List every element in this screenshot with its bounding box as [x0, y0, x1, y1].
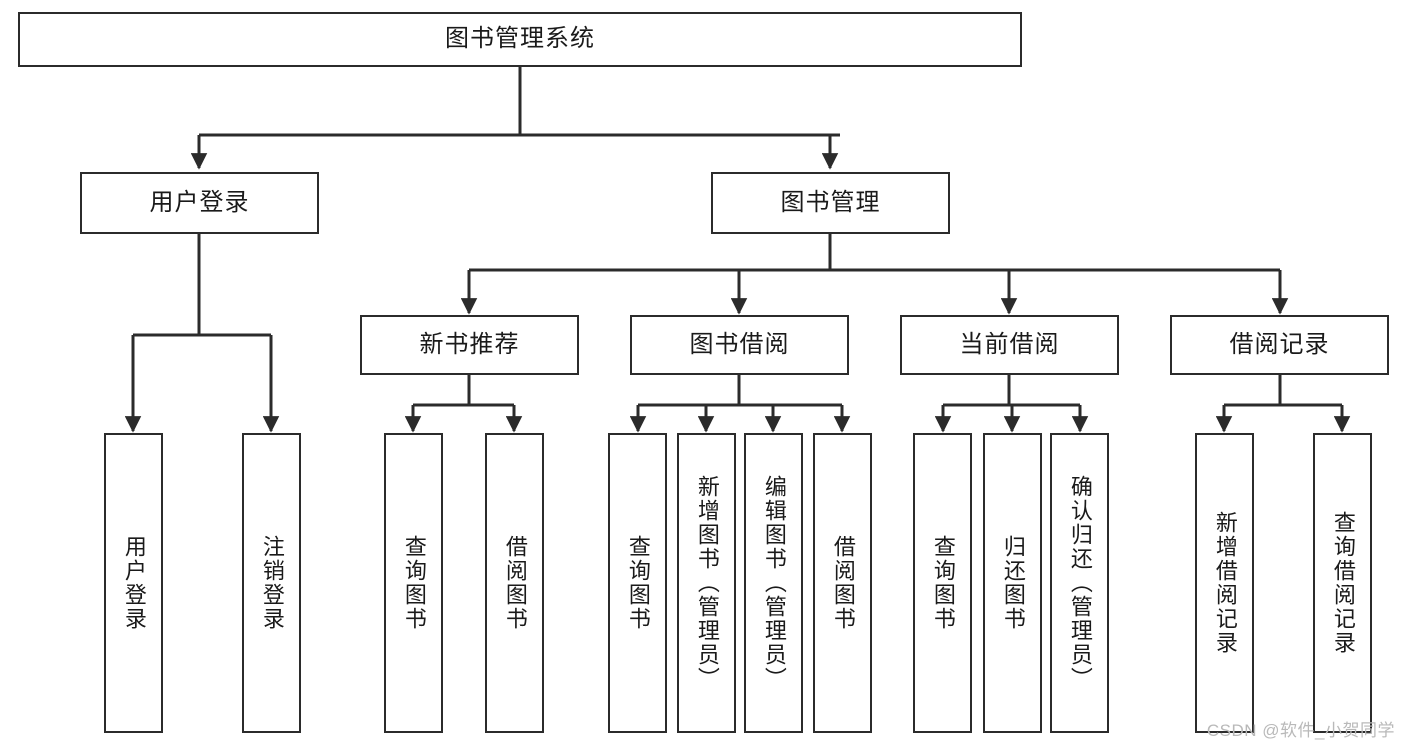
leaf-borrow-book-2-label: 借阅图书 [830, 535, 856, 631]
node-book-management-label: 图书管理 [780, 188, 881, 216]
node-book-borrow-label: 图书借阅 [689, 330, 790, 358]
leaf-query-book-1[interactable]: 查询图书 [384, 433, 443, 733]
leaf-return-book-label: 归还图书 [1000, 535, 1026, 631]
leaf-query-record-label: 查询借阅记录 [1330, 511, 1356, 655]
leaf-query-book-3-label: 查询图书 [930, 535, 956, 631]
leaf-borrow-book-1-label: 借阅图书 [502, 535, 528, 631]
node-user-login[interactable]: 用户登录 [80, 172, 319, 234]
leaf-logout-login-label: 注销登录 [259, 535, 285, 631]
leaf-query-book-3[interactable]: 查询图书 [913, 433, 972, 733]
leaf-query-book-2[interactable]: 查询图书 [608, 433, 667, 733]
node-root[interactable]: 图书管理系统 [18, 12, 1022, 67]
leaf-add-book-label: 新增图书（管理员） [694, 475, 720, 691]
leaf-confirm-return-label: 确认归还（管理员） [1067, 475, 1093, 691]
leaf-return-book[interactable]: 归还图书 [983, 433, 1042, 733]
node-current-borrow[interactable]: 当前借阅 [900, 315, 1119, 375]
leaf-user-login-label: 用户登录 [121, 535, 147, 631]
node-borrow-record[interactable]: 借阅记录 [1170, 315, 1389, 375]
leaf-add-book[interactable]: 新增图书（管理员） [677, 433, 736, 733]
leaf-edit-book[interactable]: 编辑图书（管理员） [744, 433, 803, 733]
leaf-borrow-book-2[interactable]: 借阅图书 [813, 433, 872, 733]
leaf-user-login[interactable]: 用户登录 [104, 433, 163, 733]
leaf-borrow-book-1[interactable]: 借阅图书 [485, 433, 544, 733]
node-current-borrow-label: 当前借阅 [959, 330, 1060, 358]
leaf-add-record[interactable]: 新增借阅记录 [1195, 433, 1254, 733]
leaf-query-book-2-label: 查询图书 [625, 535, 651, 631]
leaf-add-record-label: 新增借阅记录 [1212, 511, 1238, 655]
node-new-book-recommend[interactable]: 新书推荐 [360, 315, 579, 375]
node-root-label: 图书管理系统 [445, 25, 595, 53]
node-book-management[interactable]: 图书管理 [711, 172, 950, 234]
leaf-logout-login[interactable]: 注销登录 [242, 433, 301, 733]
node-book-borrow[interactable]: 图书借阅 [630, 315, 849, 375]
watermark: CSDN @软件_小贺同学 [1206, 721, 1395, 740]
node-user-login-label: 用户登录 [149, 188, 250, 216]
leaf-edit-book-label: 编辑图书（管理员） [761, 475, 787, 691]
node-borrow-record-label: 借阅记录 [1229, 330, 1330, 358]
leaf-confirm-return[interactable]: 确认归还（管理员） [1050, 433, 1109, 733]
leaf-query-record[interactable]: 查询借阅记录 [1313, 433, 1372, 733]
leaf-query-book-1-label: 查询图书 [401, 535, 427, 631]
node-new-book-recommend-label: 新书推荐 [419, 330, 520, 358]
